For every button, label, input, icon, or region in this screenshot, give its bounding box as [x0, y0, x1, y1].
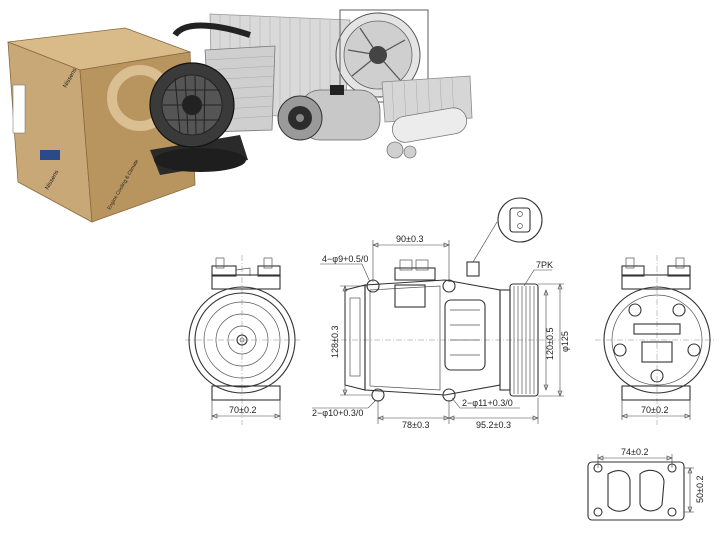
rear-view-drawing — [595, 255, 715, 425]
flange-height-dimension: 50±0.2 — [695, 476, 705, 503]
receiver-drier-image — [386, 107, 468, 159]
pulley-inner-diameter-dimension: 120±0.5 — [545, 328, 555, 360]
top-holes-dimension: 4−φ9+0.5/0 — [322, 254, 368, 264]
rear-width-dimension: 70±0.2 — [641, 405, 668, 415]
flange-detail-drawing — [587, 454, 694, 521]
product-photo-collage — [7, 9, 473, 223]
bottom-distance-right-dimension: 95.2±0.3 — [476, 420, 511, 430]
flange-width-dimension: 74±0.2 — [621, 447, 648, 457]
front-view-drawing — [185, 255, 300, 425]
compressor-photo — [277, 85, 381, 141]
front-width-dimension: 70±0.2 — [229, 405, 256, 415]
cooling-fan-image — [335, 9, 429, 103]
pulley-type-label: 7PK — [536, 260, 553, 270]
side-view-drawing — [312, 197, 564, 424]
bottom-distance-left-dimension: 78±0.3 — [402, 420, 429, 430]
top-distance-dimension: 90±0.3 — [396, 234, 423, 244]
blower-motor-image — [149, 62, 248, 175]
bottom-holes-left-dimension: 2−φ10+0.3/0 — [312, 408, 363, 418]
side-height-dimension: 128±0.3 — [330, 326, 340, 358]
bottom-holes-right-dimension: 2−φ11+0.3/0 — [462, 398, 513, 408]
pulley-outer-diameter-dimension: φ125 — [560, 331, 570, 352]
